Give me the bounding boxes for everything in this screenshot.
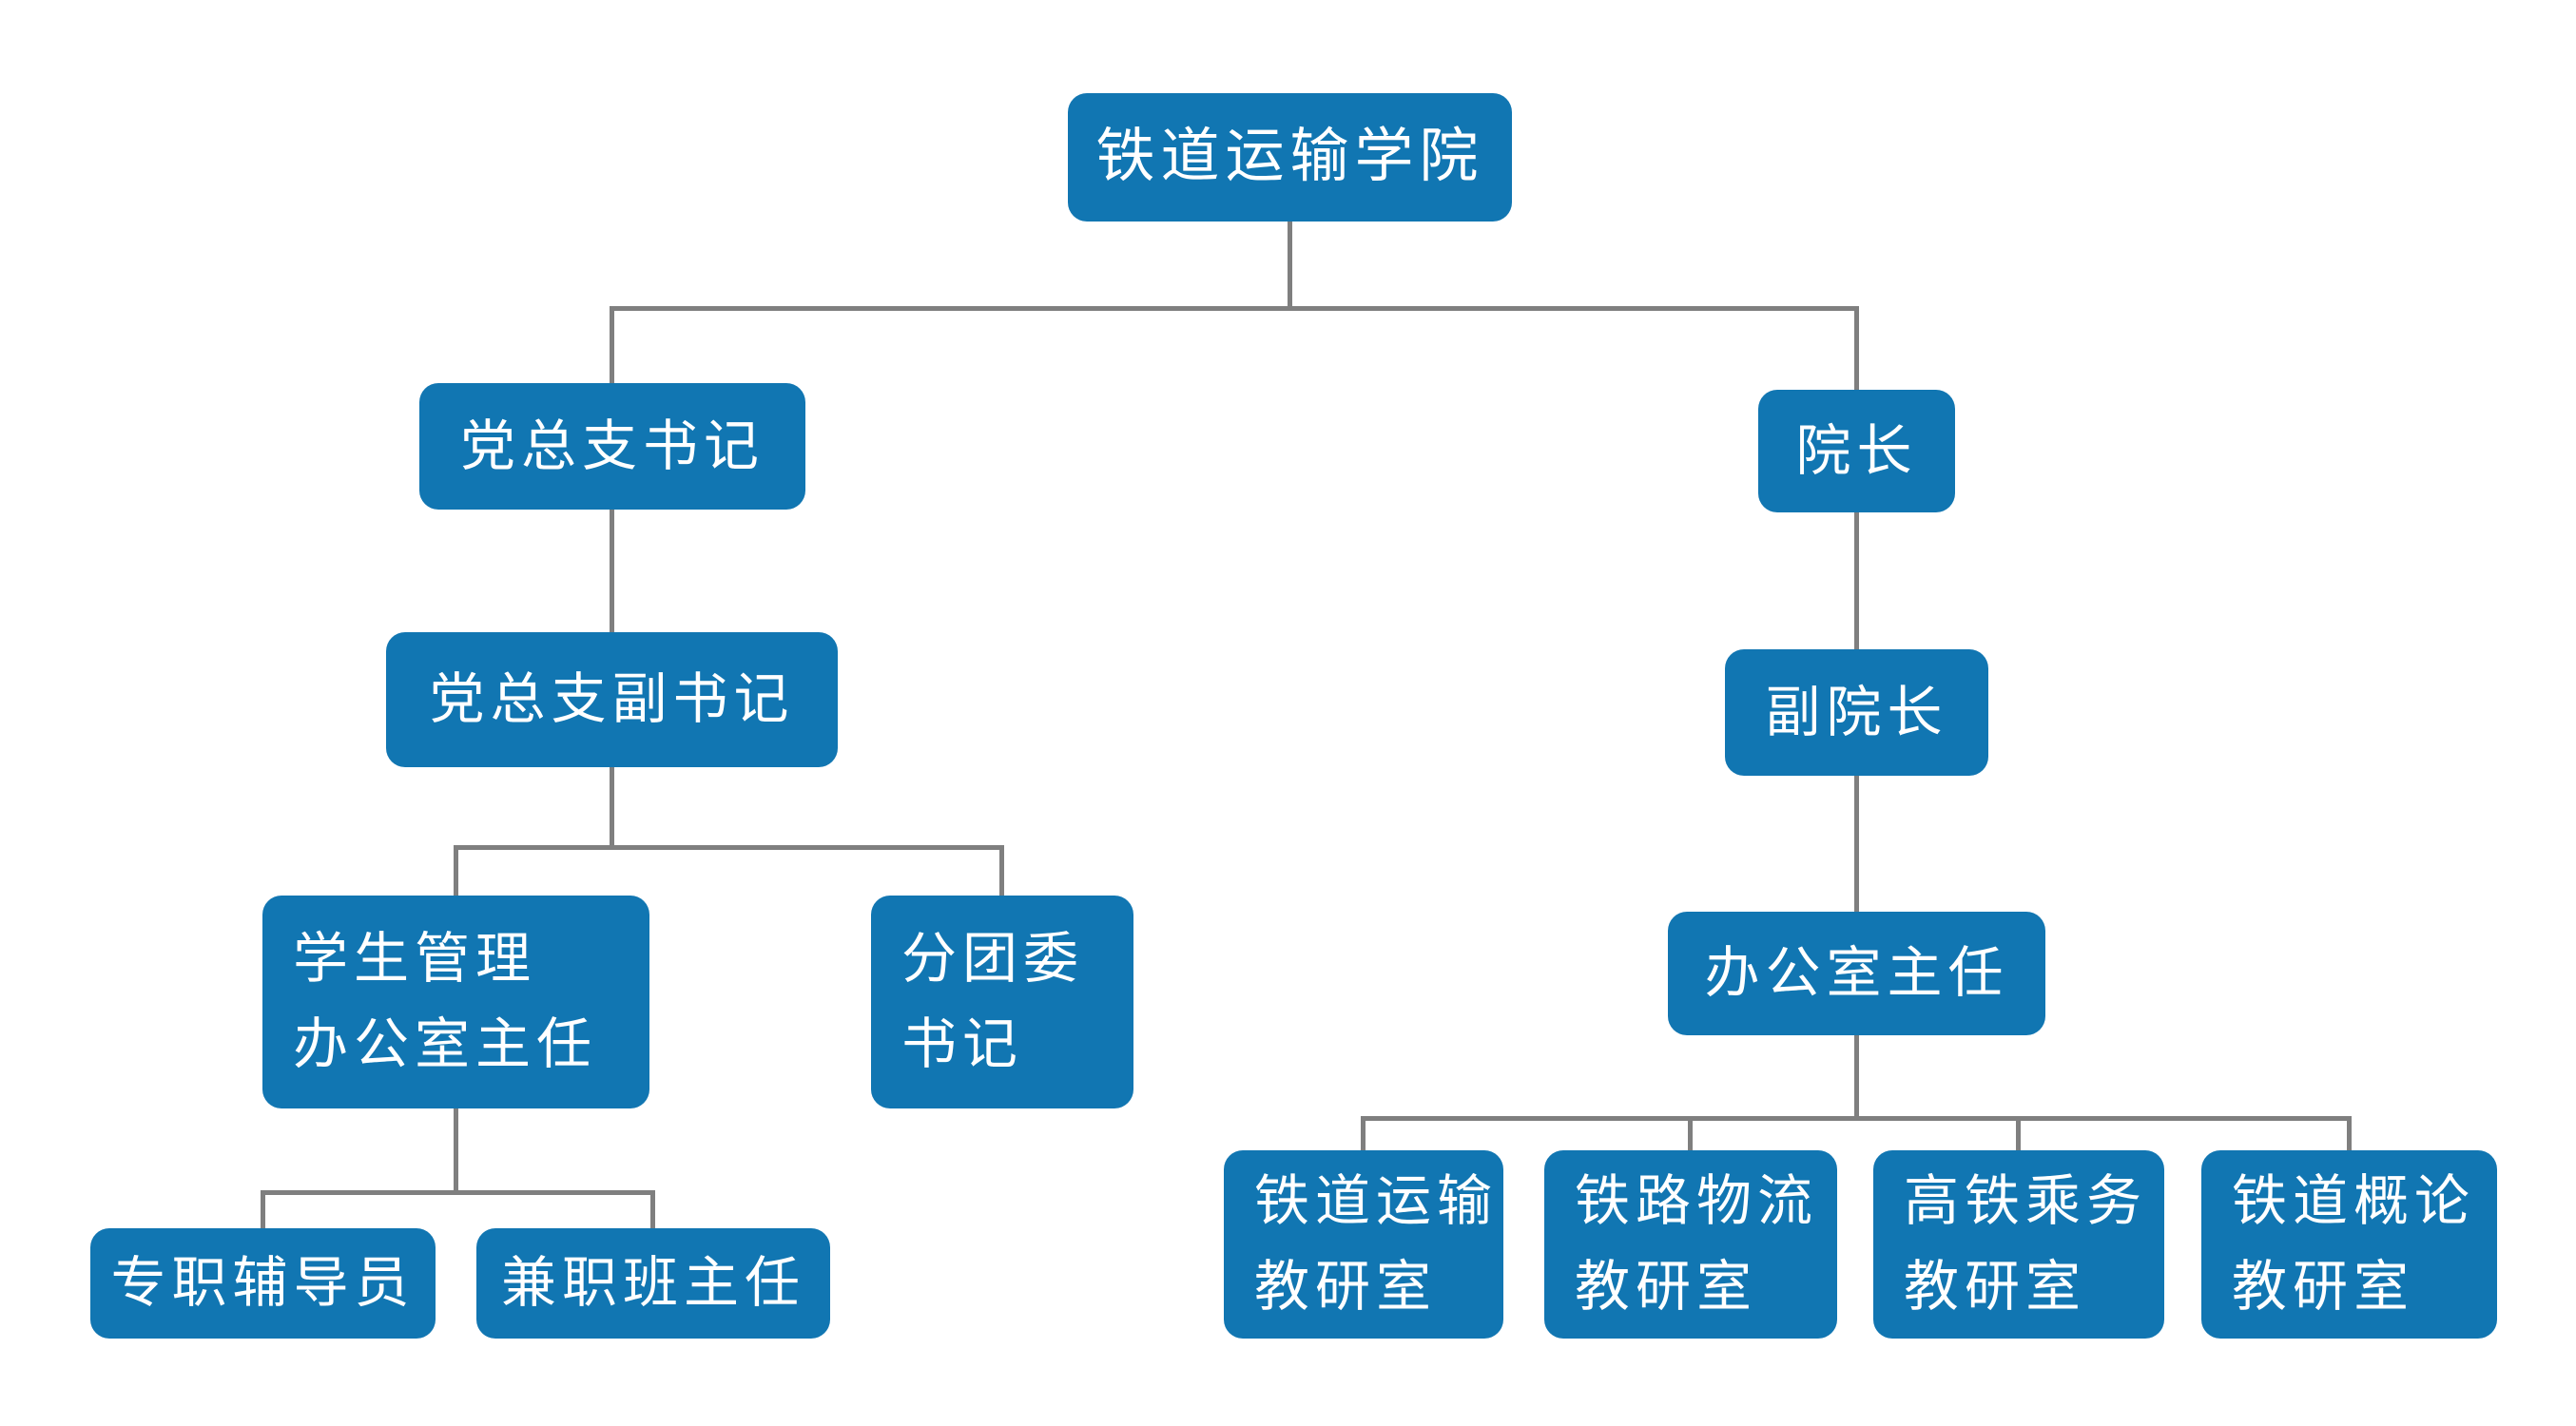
node-parttime-class-teacher: 兼职班主任 bbox=[476, 1228, 830, 1339]
node-student-office-director: 学生管理 办公室主任 bbox=[262, 896, 649, 1108]
node-youth-league-secretary: 分团委 书记 bbox=[871, 896, 1133, 1108]
node-fulltime-counselor-label: 专职辅导员 bbox=[110, 1252, 416, 1315]
node-youth-league-secretary-line2: 书记 bbox=[901, 1013, 1024, 1075]
connector-college-down bbox=[1288, 222, 1292, 309]
connector-to-rail-logistics bbox=[1688, 1116, 1693, 1152]
node-rail-logistics-office-line1: 铁路物流 bbox=[1575, 1170, 1819, 1233]
connector-vice-to-office bbox=[1854, 776, 1859, 914]
node-rail-intro-office-line2: 教研室 bbox=[2232, 1256, 2415, 1318]
node-deputy-party-secretary-label: 党总支副书记 bbox=[429, 668, 795, 731]
connector-student-office-down bbox=[454, 1108, 458, 1194]
node-hsr-crew-office-line2: 教研室 bbox=[1904, 1256, 2087, 1318]
connector-to-counselor bbox=[261, 1190, 265, 1230]
connector-to-student-office bbox=[454, 845, 458, 897]
node-youth-league-secretary-line1: 分团委 bbox=[901, 928, 1085, 991]
node-office-director: 办公室主任 bbox=[1668, 912, 2045, 1035]
node-deputy-party-secretary: 党总支副书记 bbox=[386, 632, 838, 767]
connector-party-to-deputy bbox=[610, 510, 614, 634]
node-rail-logistics-office: 铁路物流 教研室 bbox=[1544, 1150, 1837, 1339]
node-vice-dean-label: 副院长 bbox=[1765, 681, 1948, 743]
connector-to-rail-transport bbox=[1361, 1116, 1365, 1152]
connector-to-dean bbox=[1854, 306, 1859, 395]
node-hsr-crew-office: 高铁乘务 教研室 bbox=[1873, 1150, 2164, 1339]
node-vice-dean: 副院长 bbox=[1725, 649, 1988, 776]
connector-to-class-teacher bbox=[650, 1190, 655, 1230]
connector-to-rail-intro bbox=[2347, 1116, 2352, 1152]
connector-dean-to-vice bbox=[1854, 512, 1859, 651]
node-party-secretary: 党总支书记 bbox=[419, 383, 805, 510]
connector-office-down bbox=[1854, 1035, 1859, 1121]
node-parttime-class-teacher-label: 兼职班主任 bbox=[500, 1252, 805, 1315]
node-fulltime-counselor: 专职辅导员 bbox=[90, 1228, 436, 1339]
node-college-label: 铁道运输学院 bbox=[1095, 124, 1484, 190]
node-rail-transport-office: 铁道运输 教研室 bbox=[1224, 1150, 1503, 1339]
node-student-office-director-line2: 办公室主任 bbox=[293, 1013, 598, 1075]
node-dean-label: 院长 bbox=[1795, 419, 1918, 482]
node-college: 铁道运输学院 bbox=[1068, 93, 1512, 222]
connector-deputy-down bbox=[610, 767, 614, 850]
connector-level1-horizontal bbox=[611, 306, 1858, 311]
connector-counselor-horizontal bbox=[261, 1190, 655, 1195]
connector-offices-horizontal bbox=[1361, 1116, 2351, 1121]
node-rail-logistics-office-line2: 教研室 bbox=[1575, 1256, 1758, 1318]
node-rail-transport-office-line1: 铁道运输 bbox=[1254, 1170, 1499, 1233]
node-rail-transport-office-line2: 教研室 bbox=[1254, 1256, 1438, 1318]
connector-deputy-horizontal bbox=[454, 845, 1004, 850]
node-hsr-crew-office-line1: 高铁乘务 bbox=[1904, 1170, 2148, 1233]
node-rail-intro-office-line1: 铁道概论 bbox=[2232, 1170, 2476, 1233]
node-rail-intro-office: 铁道概论 教研室 bbox=[2201, 1150, 2497, 1339]
node-student-office-director-line1: 学生管理 bbox=[293, 928, 537, 991]
node-dean: 院长 bbox=[1758, 390, 1955, 512]
node-office-director-label: 办公室主任 bbox=[1704, 942, 2009, 1005]
connector-to-hsr-crew bbox=[2016, 1116, 2021, 1152]
connector-to-youth-league bbox=[999, 845, 1004, 897]
connector-to-party-secretary bbox=[610, 306, 614, 388]
node-party-secretary-label: 党总支书记 bbox=[459, 414, 765, 477]
